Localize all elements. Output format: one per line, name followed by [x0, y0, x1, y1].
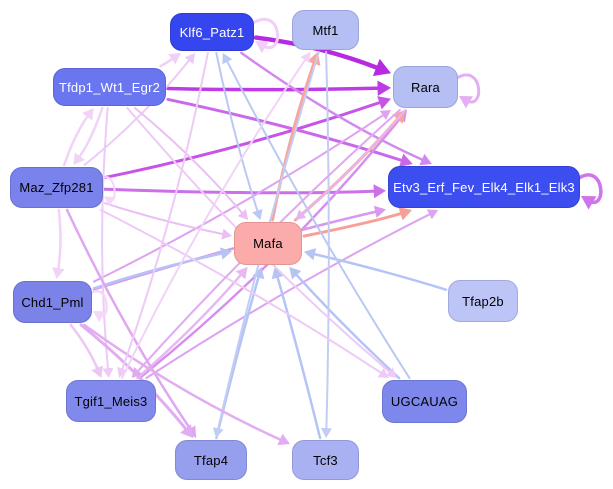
edge-Tfdp1_Wt1_Egr2-to-Klf6_Patz1-arrowhead	[168, 53, 181, 65]
node-Klf6_Patz1[interactable]: Klf6_Patz1	[170, 13, 254, 51]
self-loop-Klf6_Patz1-arrowhead	[255, 41, 270, 54]
node-Chd1_Pml[interactable]: Chd1_Pml	[13, 281, 92, 323]
node-Mafa[interactable]: Mafa	[234, 222, 302, 265]
edge-Maz_Zfp281-to-Tfap4	[65, 208, 194, 433]
edge-Maz_Zfp281-to-Tfdp1_Wt1_Egr2	[62, 112, 91, 167]
edge-UGCAUAG-to-Mafa	[293, 271, 401, 380]
edge-Tgif1_Meis3-to-Mtf1-arrowhead	[300, 52, 311, 64]
edge-Tfdp1_Wt1_Egr2-to-Maz_Zfp281-arrowhead	[73, 152, 85, 165]
edge-Tfdp1_Wt1_Egr2-to-UGCAUAG-arrowhead	[385, 367, 397, 378]
self-loop-Klf6_Patz1	[251, 17, 280, 50]
edge-Tfdp1_Wt1_Egr2-to-Rara-arrowhead	[377, 80, 391, 96]
edge-Klf6_Patz1-to-Etv3	[240, 51, 427, 163]
edge-Chd1_Pml-to-Tcf3-arrowhead	[277, 433, 290, 446]
edge-UGCAUAG-to-Mafa-arrowhead	[289, 267, 302, 280]
node-Rara[interactable]: Rara	[393, 66, 458, 108]
node-Tfap2b[interactable]: Tfap2b	[448, 280, 518, 322]
self-loop-Rara-arrowhead	[459, 96, 474, 109]
edge-Mtf1-to-Tfap4-arrowhead	[212, 427, 224, 438]
edge-Tfap2b-to-Mafa	[310, 252, 448, 291]
edge-Tfdp1_Wt1_Egr2-to-Maz_Zfp281	[76, 106, 104, 161]
edge-Mafa-to-Rara	[293, 114, 402, 222]
edge-Tgif1_Meis3-to-Etv3	[145, 212, 434, 379]
node-Tgif1_Meis3[interactable]: Tgif1_Meis3	[66, 380, 156, 422]
edge-Tgif1_Meis3-to-Mtf1	[121, 56, 308, 379]
edge-UGCAUAG-to-Klf6_Patz1	[224, 58, 411, 379]
edge-Klf6_Patz1-to-Etv3-arrowhead	[419, 153, 432, 166]
edge-Maz_Zfp281-to-UGCAUAG	[99, 209, 385, 376]
self-loop-Maz_Zfp281-arrowhead	[104, 196, 116, 207]
edge-Tcf3-to-Mafa-arrowhead	[271, 267, 284, 280]
edge-Tfdp1_Wt1_Egr2-to-Mafa	[133, 107, 245, 216]
edge-Chd1_Pml-to-Mafa	[92, 251, 226, 290]
edge-Maz_Zfp281-to-Mafa	[104, 202, 227, 236]
edge-Rara-to-Mafa-arrowhead	[295, 209, 307, 220]
node-Tcf3[interactable]: Tcf3	[292, 440, 359, 480]
edge-Tfap2b-to-Mafa-arrowhead	[304, 248, 317, 261]
node-UGCAUAG[interactable]: UGCAUAG	[382, 380, 467, 423]
edge-Maz_Zfp281-to-Klf6_Patz1-arrowhead	[184, 53, 196, 65]
edge-Maz_Zfp281-to-Tfdp1_Wt1_Egr2-arrowhead	[82, 108, 94, 121]
edge-Tgif1_Meis3-to-Etv3-arrowhead	[426, 209, 439, 220]
edge-Maz_Zfp281-to-Etv3-arrowhead	[373, 184, 386, 199]
self-loop-Etv3	[577, 173, 603, 205]
self-loop-Rara	[455, 73, 481, 104]
edge-Tgif1_Meis3-to-Mafa	[136, 271, 244, 380]
node-Etv3[interactable]: Etv3_Erf_Fev_Elk4_Elk1_Elk3	[388, 166, 580, 208]
edge-Klf6_Patz1-to-Tgif1_Meis3	[120, 52, 209, 373]
edge-Chd1_Pml-to-Tcf3	[83, 323, 285, 443]
edge-Klf6_Patz1-to-Mafa-arrowhead	[252, 208, 263, 220]
edge-Tfdp1_Wt1_Egr2-to-Tgif1_Meis3-arrowhead	[102, 367, 114, 378]
edge-Chd1_Pml-to-Mafa-arrowhead	[219, 247, 232, 260]
edge-Mafa-to-Etv3-arrowhead	[398, 207, 413, 221]
edge-Mtf1-to-Tcf3-arrowhead	[320, 428, 332, 438]
edge-Chd1_Pml-to-Tgif1_Meis3-arrowhead	[91, 365, 103, 378]
edge-Tfdp1_Wt1_Egr2-to-Etv3-arrowhead	[399, 153, 413, 167]
edge-Chd1_Pml-to-Rara	[93, 112, 387, 283]
edge-Maz_Zfp281-to-Etv3	[103, 187, 379, 195]
edge-Maz_Zfp281-to-Klf6_Patz1	[83, 57, 192, 166]
edge-Tcf3-to-Mafa	[275, 273, 322, 440]
node-Maz_Zfp281[interactable]: Maz_Zfp281	[10, 167, 103, 208]
edge-Klf6_Patz1-to-Tgif1_Meis3-arrowhead	[117, 366, 128, 378]
edge-Maz_Zfp281-to-Chd1_Pml	[56, 208, 62, 273]
edge-Tfdp1_Wt1_Egr2-to-Tgif1_Meis3	[101, 107, 110, 373]
edge-Mtf1-to-Tcf3	[325, 51, 330, 433]
node-Tfdp1_Wt1_Egr2[interactable]: Tfdp1_Wt1_Egr2	[53, 68, 166, 106]
node-Tfap4[interactable]: Tfap4	[175, 440, 247, 480]
edge-Rara-to-Mafa	[299, 109, 407, 217]
edge-Maz_Zfp281-to-Rara	[103, 100, 385, 180]
edge-Klf6_Patz1-to-Rara-arrowhead	[372, 58, 391, 77]
edge-Chd1_Pml-to-Tgif1_Meis3	[69, 323, 100, 373]
self-loop-Chd1_Pml-arrowhead	[93, 311, 106, 323]
edge-Maz_Zfp281-to-Mafa-arrowhead	[221, 228, 232, 240]
edge-Rara-to-Tgif1_Meis3-arrowhead	[131, 367, 143, 378]
edge-Klf6_Patz1-to-Mafa	[215, 52, 260, 215]
edge-Chd1_Pml-to-Etv3-arrowhead	[373, 205, 386, 218]
node-Mtf1[interactable]: Mtf1	[292, 10, 359, 50]
edge-Chd1_Pml-to-Rara-arrowhead	[379, 109, 391, 121]
edge-Mafa-to-Etv3	[302, 211, 406, 238]
self-loop-Etv3-arrowhead	[581, 196, 597, 210]
edge-Maz_Zfp281-to-Chd1_Pml-arrowhead	[52, 267, 65, 279]
edge-Tgif1_Meis3-to-Mafa-arrowhead	[235, 267, 248, 280]
edge-Tfap4-to-Mafa	[215, 273, 261, 440]
edge-Maz_Zfp281-to-UGCAUAG-arrowhead	[377, 368, 389, 378]
edge-Tfdp1_Wt1_Egr2-to-Mafa-arrowhead	[237, 208, 249, 220]
edge-Tfdp1_Wt1_Egr2-to-Rara	[166, 86, 384, 92]
edge-UGCAUAG-to-Klf6_Patz1-arrowhead	[222, 53, 233, 65]
edge-Chd1_Pml-to-Tfap4-arrowhead	[180, 424, 194, 438]
edge-Maz_Zfp281-to-Rara-arrowhead	[377, 96, 391, 110]
